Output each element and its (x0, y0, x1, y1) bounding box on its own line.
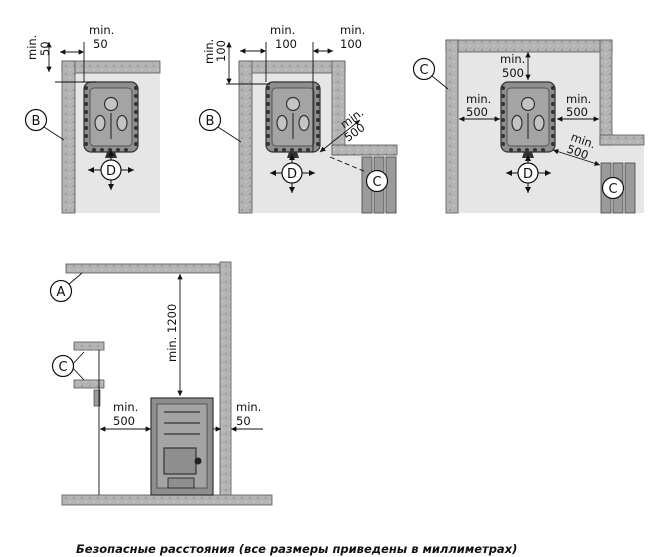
plan-view-1: min. 50 min. 50 B D (24, 23, 161, 214)
marker-c-text: C (419, 63, 428, 78)
dim-top-value: 50 (93, 37, 108, 51)
dim-top-label: min. (500, 52, 525, 66)
dim-left-label: min. (113, 400, 138, 414)
caption: Безопасные расстояния (все размеры приве… (76, 542, 518, 556)
wall-left (238, 60, 253, 214)
leader-b (217, 126, 242, 143)
dim-right-label: min. (236, 400, 261, 414)
dim-top-right-label: min. (340, 23, 365, 37)
wall-left (61, 60, 76, 214)
stove-elevation (150, 397, 214, 496)
marker-b-text: B (32, 114, 41, 129)
stove-symbol (500, 81, 556, 159)
dim-left-value: 500 (466, 105, 488, 119)
wall-right (599, 39, 613, 146)
plan-view-2: min. 100 min. 100 min. 100 min. 500 B C … (198, 23, 398, 214)
dim-side-value: 50 (38, 41, 52, 56)
marker-c-text: C (372, 175, 381, 190)
marker-c-text: C (608, 182, 617, 197)
marker-c (601, 176, 625, 200)
dim-top-left-value: 100 (275, 37, 297, 51)
dim-top-left-label: min. (270, 23, 295, 37)
dim-top-label: min. (89, 23, 114, 37)
marker-c (51, 354, 75, 378)
wall-top (238, 60, 346, 74)
dim-line-diagonal (319, 119, 361, 153)
plan-view-3: min. 500 min. 500 min. 500 min. 500 C C … (412, 39, 645, 214)
wall-right (219, 261, 232, 503)
dim-left-label: min. (466, 92, 491, 106)
dim-left-value: 500 (113, 414, 135, 428)
ceiling (65, 263, 223, 274)
dim-right-value: 50 (236, 414, 251, 428)
dim-line-diagonal (552, 149, 601, 166)
dim-height-label: min. 1200 (165, 304, 179, 362)
marker-c (365, 169, 389, 193)
marker-c-text: C (58, 360, 67, 375)
leader-a (67, 272, 83, 286)
wall-top (445, 39, 613, 53)
bench-lower (73, 379, 105, 389)
door-direction-arrows (270, 154, 315, 193)
bench-post (93, 389, 101, 407)
stone-beads (266, 86, 320, 152)
dim-side-value: 100 (214, 40, 228, 62)
marker-d-text: D (287, 167, 297, 182)
wall-top (61, 60, 161, 74)
wall-left (445, 39, 459, 214)
floor (61, 494, 273, 506)
dim-top-value: 500 (502, 66, 524, 80)
wall-step (331, 144, 398, 156)
wall-step (599, 134, 645, 146)
dashed-line (329, 156, 367, 173)
marker-a-text: A (57, 285, 66, 300)
dim-side-label: min. (202, 39, 216, 64)
marker-d-text: D (106, 164, 116, 179)
dim-right-label: min. (566, 92, 591, 106)
leader-b (43, 126, 65, 141)
bench-upper (73, 341, 105, 351)
marker-b-text: B (206, 114, 215, 129)
marker-b (198, 108, 222, 132)
stone-beads (84, 86, 138, 152)
stove-symbol (265, 81, 321, 159)
elevation-view: min. 1200 min. 500 min. 50 A C (49, 261, 273, 506)
marker-d-text: D (523, 167, 533, 182)
dim-top-right-value: 100 (340, 37, 362, 51)
door-direction-arrows (88, 150, 134, 190)
dim-side-label: min. (25, 35, 39, 60)
dim-right-value: 500 (566, 105, 588, 119)
door-direction-arrows (506, 155, 551, 193)
marker-c (412, 57, 436, 81)
marker-b (24, 108, 48, 132)
stone-beads (501, 86, 555, 152)
marker-a (49, 279, 73, 303)
stove-symbol (83, 81, 139, 159)
leader-c (431, 75, 449, 90)
